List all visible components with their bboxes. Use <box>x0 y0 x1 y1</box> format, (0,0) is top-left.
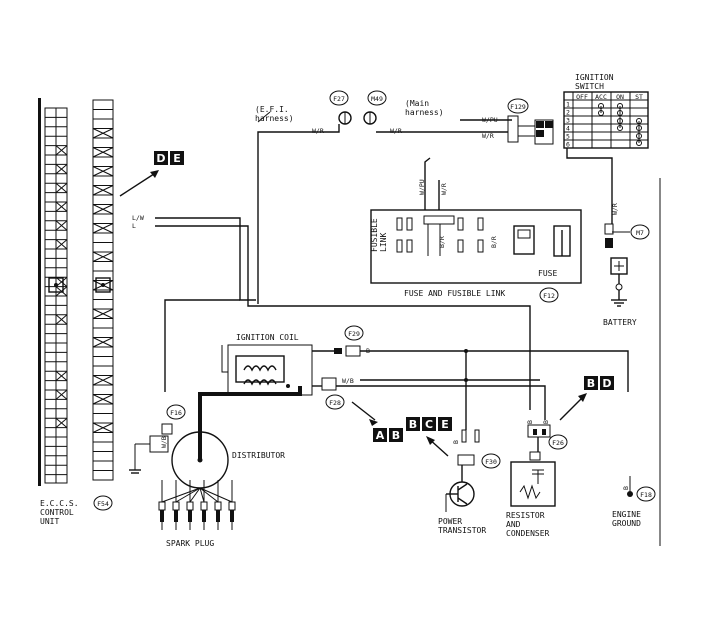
engine-ground-label: ENGINE <box>612 510 641 519</box>
spark-plug <box>214 501 222 511</box>
svg-text:D: D <box>602 377 611 390</box>
eccs-terminal-dot <box>54 283 58 287</box>
svg-text:SWITCH: SWITCH <box>575 82 604 91</box>
fusible-link-label: FUSIBLE <box>370 218 379 252</box>
wire-wr-5: W/R <box>611 203 619 215</box>
svg-text:B: B <box>409 418 417 431</box>
wire-wr-2: W/R <box>390 127 402 135</box>
distributor: F16 W/B DISTRIBUTOR SPARK PLUG <box>129 299 302 548</box>
svg-text:harness): harness) <box>255 114 294 123</box>
switch-row-label: 1 <box>566 101 570 109</box>
eccs-label-line1: E.C.C.S. <box>40 499 79 508</box>
connector-f26: F26 <box>552 439 564 447</box>
eccs-connector-strip-1 <box>45 107 68 483</box>
wire-wpu-2: W/PU <box>418 179 426 195</box>
reference-box-bd: B D <box>559 376 614 421</box>
eccs-control-unit: E.C.C.S. CONTROL UNIT F54 <box>38 98 114 526</box>
connector-f12: F12 <box>543 292 555 300</box>
connector-m49: M49 <box>371 95 383 103</box>
connector-f28: F28 <box>329 399 341 407</box>
resistor-and-condenser: B B F26 RESISTOR AND CONDENSER <box>506 420 568 538</box>
connector-f30: F30 <box>485 458 497 466</box>
switch-header-acc: ACC <box>595 93 607 101</box>
svg-text:E: E <box>441 418 449 431</box>
wire-b-2: B <box>452 440 460 444</box>
connector-m7: M7 <box>636 229 644 237</box>
switch-header-st: ST <box>635 93 643 101</box>
ignition-switch-label: IGNITION <box>575 73 614 82</box>
switch-header-on: ON <box>616 93 624 101</box>
svg-text:TRANSISTOR: TRANSISTOR <box>438 526 486 535</box>
switch-row-label: 3 <box>566 117 570 125</box>
reference-box-bce: B C E <box>406 417 452 457</box>
efi-harness-label: (E.F.I. <box>255 105 289 114</box>
wire-br-2: B/R <box>490 236 498 248</box>
reference-box-ab: A B <box>351 401 403 442</box>
switch-row-label: 4 <box>566 125 570 133</box>
wire-wb-2: W/B <box>160 436 168 448</box>
svg-text:B: B <box>587 377 595 390</box>
distributor-label: DISTRIBUTOR <box>232 451 285 460</box>
reference-box-de: D E <box>119 151 184 197</box>
main-harness-label: (Main <box>405 99 429 108</box>
svg-text:CONDENSER: CONDENSER <box>506 529 550 538</box>
eccs-label-line2: CONTROL <box>40 508 74 517</box>
svg-text:harness): harness) <box>405 108 444 117</box>
svg-text:LINK: LINK <box>379 233 388 252</box>
spark-plug <box>158 501 166 511</box>
wire-b-4: B <box>542 420 550 424</box>
switch-row-label: 6 <box>566 141 570 149</box>
wire-br-1: B/R <box>438 236 446 248</box>
fuse-fusible-link-label: FUSE AND FUSIBLE LINK <box>404 289 505 298</box>
spark-plug <box>228 501 236 511</box>
wire-b-3: B <box>526 420 534 424</box>
wire-b-5: B <box>622 486 630 490</box>
spark-plug-label: SPARK PLUG <box>166 539 214 548</box>
switch-row-label: 5 <box>566 133 570 141</box>
fuse-label: FUSE <box>538 269 557 278</box>
svg-text:GROUND: GROUND <box>612 519 641 528</box>
battery: W/R M7 BATTERY <box>603 203 650 327</box>
fuse-and-fusible-link: FUSIBLE LINK B/R B/R FUSE FUSE AND FUSIB… <box>370 209 582 303</box>
svg-text:E: E <box>173 152 181 165</box>
wire-l-label: L <box>132 222 136 230</box>
svg-text:A: A <box>376 429 385 442</box>
svg-text:B: B <box>392 429 400 442</box>
battery-label: BATTERY <box>603 318 637 327</box>
svg-text:D: D <box>156 152 165 165</box>
svg-text:C: C <box>425 418 433 431</box>
spark-plug <box>172 501 180 511</box>
connector-f18: F18 <box>640 491 652 499</box>
connector-f54: F54 <box>97 500 109 508</box>
wire-wr-4: W/R <box>440 183 448 195</box>
svg-text:AND: AND <box>506 520 521 529</box>
connector-f29: F29 <box>348 330 360 338</box>
wire-wr-3: W/R <box>482 132 494 140</box>
connector-f27: F27 <box>333 95 345 103</box>
ignition-coil: IGNITION COIL <box>227 333 313 396</box>
eccs-label-line3: UNIT <box>40 517 59 526</box>
wire-lw-label: L/W <box>132 214 144 222</box>
ignition-coil-label: IGNITION COIL <box>236 333 299 342</box>
power-transistor: B F30 POWER TRANSISTOR <box>438 429 501 535</box>
arrow-to-de <box>150 170 159 178</box>
engine-ground: B F18 ENGINE GROUND <box>612 476 656 528</box>
connector-f129: F129 <box>510 103 526 111</box>
wire-wr-1: W/R <box>312 127 324 135</box>
resistor-condenser-label: RESISTOR <box>506 511 545 520</box>
switch-header-off: OFF <box>576 93 588 101</box>
connector-f16: F16 <box>170 409 182 417</box>
spark-plugs <box>158 480 236 530</box>
switch-row-label: 2 <box>566 109 570 117</box>
spark-plug <box>200 501 208 511</box>
spark-plug <box>186 501 194 511</box>
power-transistor-label: POWER <box>438 517 462 526</box>
wire-wb-1: W/B <box>342 377 354 385</box>
